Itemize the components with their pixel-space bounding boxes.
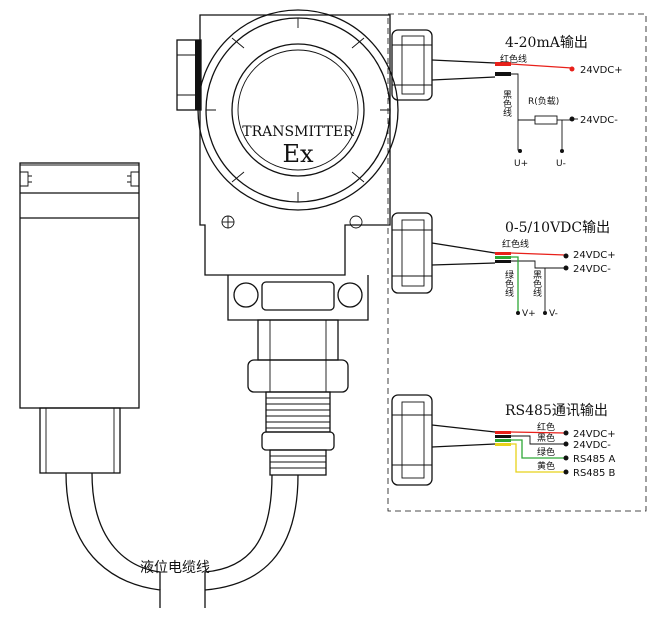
hex-nut <box>247 359 349 393</box>
label-24vdc-pos-3: 24VDC+ <box>573 429 616 440</box>
label-24vdc-pos-2: 24VDC+ <box>573 250 616 261</box>
title-0-5vdc: 0-5/10VDC输出 <box>505 220 610 236</box>
section-0-5vdc <box>431 242 569 315</box>
probe-stem <box>39 407 121 474</box>
title-rs485: RS485通讯输出 <box>505 403 608 419</box>
level-cable <box>65 472 299 608</box>
wire-red-3 <box>510 431 566 434</box>
probe-body <box>19 162 140 409</box>
probe-screw-right <box>127 171 139 187</box>
section-rs485 <box>431 424 569 475</box>
label-red-wire-1: 红色线 <box>500 53 527 65</box>
load-resistor <box>534 115 558 125</box>
wire-green-3 <box>511 439 565 459</box>
label-yellow-3: 黄色 <box>537 460 555 472</box>
right-glands <box>391 29 433 486</box>
label-green-3: 绿色 <box>537 446 555 458</box>
label-black-3: 黑色 <box>537 432 555 444</box>
label-v-pos: V+ <box>522 309 536 319</box>
label-black-wire-1: 黑色线 <box>501 90 512 117</box>
label-resistor: R(负载) <box>528 95 559 107</box>
label-u-neg: U- <box>556 159 566 169</box>
label-rs485-b: RS485 B <box>573 468 616 479</box>
wire-black-3 <box>511 435 565 445</box>
label-24vdc-pos-1: 24VDC+ <box>580 65 623 76</box>
transmitter-label: TRANSMITTER <box>242 124 354 140</box>
label-red-3: 红色 <box>537 421 555 433</box>
label-red-wire-2: 红色线 <box>502 238 529 250</box>
wire-black-2 <box>511 260 565 269</box>
ex-label: Ex <box>282 140 314 168</box>
label-24vdc-neg-2: 24VDC- <box>573 264 611 275</box>
label-24vdc-neg-1: 24VDC- <box>580 115 618 126</box>
wire-green-2 <box>511 256 519 312</box>
label-black-wire-2: 黑色线 <box>531 270 542 297</box>
wire-black-1 <box>511 73 520 151</box>
wire-yellow-3 <box>511 443 565 473</box>
wiring-panel-border <box>387 13 647 512</box>
label-rs485-a: RS485 A <box>573 454 616 465</box>
label-v-neg: V- <box>549 309 558 319</box>
cable-label: 液位电缆线 <box>140 560 210 576</box>
title-4-20ma: 4-20mA输出 <box>505 35 588 51</box>
wire-red-2 <box>510 252 566 256</box>
label-u-pos: U+ <box>514 159 528 169</box>
label-green-wire-2: 绿色线 <box>503 269 514 297</box>
housing-cover <box>197 9 399 211</box>
section-4-20ma <box>431 59 578 153</box>
probe-screw-left <box>20 171 32 187</box>
wire-red-1 <box>510 63 573 69</box>
label-24vdc-neg-3: 24VDC- <box>573 440 611 451</box>
level-probe <box>19 162 140 474</box>
transmitter-housing <box>176 9 399 476</box>
